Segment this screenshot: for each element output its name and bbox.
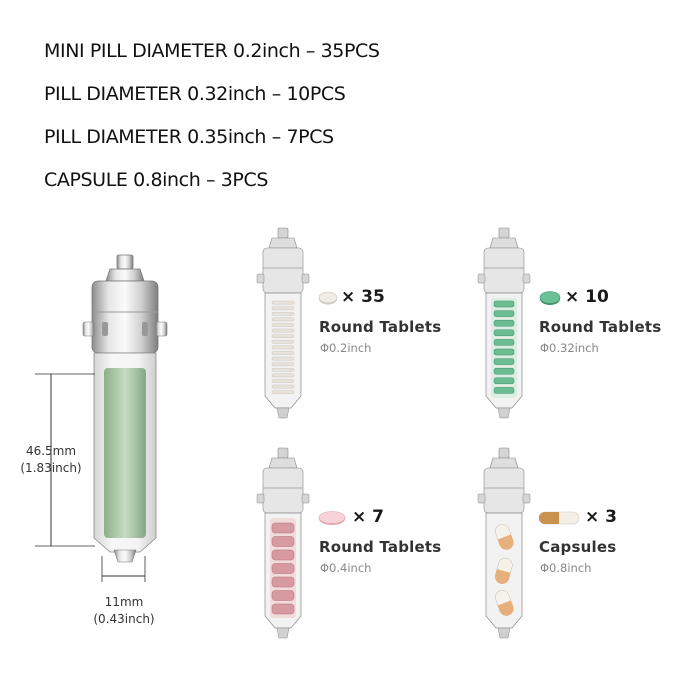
item-kind: Round Tablets <box>319 538 442 556</box>
item-kind: Capsules <box>539 538 617 556</box>
item-size: Φ0.32inch <box>540 341 599 355</box>
mini-pill-container <box>256 227 310 419</box>
item-kind: Round Tablets <box>319 318 442 336</box>
mini-pill-icon <box>318 291 338 305</box>
pink-pill-icon <box>318 511 346 525</box>
item-size: Φ0.2inch <box>320 341 372 355</box>
height-mm: 46.5mm <box>25 444 77 458</box>
item-size: Φ0.4inch <box>320 561 372 575</box>
item-count: × 10 <box>565 287 609 307</box>
capsule-container <box>477 447 531 639</box>
spec-line-pill-035: PILL DIAMETER 0.35inch – 7PCS <box>44 126 334 148</box>
height-dimension-label: 46.5mm (1.83inch) <box>0 443 106 477</box>
green-pill-container <box>477 227 531 419</box>
item-kind: Round Tablets <box>539 318 662 336</box>
spec-line-pill-032: PILL DIAMETER 0.32inch – 10PCS <box>44 83 346 105</box>
spec-line-capsule: CAPSULE 0.8inch – 3PCS <box>44 169 268 191</box>
item-count: × 3 <box>585 507 617 527</box>
width-in: (0.43inch) <box>93 612 155 626</box>
item-size: Φ0.8inch <box>540 561 592 575</box>
height-in: (1.83inch) <box>20 461 82 475</box>
spec-line-mini-pill: MINI PILL DIAMETER 0.2inch – 35PCS <box>44 40 380 62</box>
green-pill-icon <box>539 291 561 305</box>
item-count: × 35 <box>341 287 385 307</box>
pink-pill-container <box>256 447 310 639</box>
capsule-icon <box>538 511 580 525</box>
width-dimension-label: 11mm (0.43inch) <box>69 594 179 628</box>
width-mm: 11mm <box>104 595 144 609</box>
item-count: × 7 <box>352 507 384 527</box>
